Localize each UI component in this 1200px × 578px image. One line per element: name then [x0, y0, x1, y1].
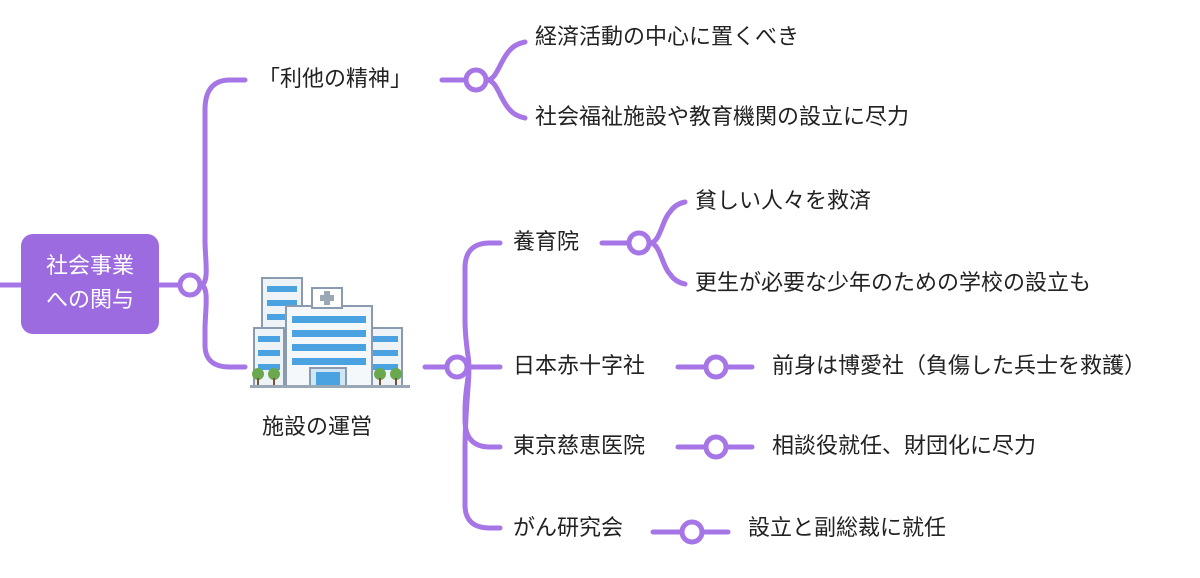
facility-jikei[interactable]: 東京慈恵医院: [513, 434, 646, 459]
branch-facilities[interactable]: 施設の運営: [262, 415, 373, 440]
facility-cancer-institute[interactable]: がん研究会: [513, 516, 624, 541]
hospital-building-icon: [250, 277, 410, 388]
yoikuin-child-2[interactable]: 更生が必要な少年のための学校の設立も: [695, 271, 1092, 296]
cancer-institute-child[interactable]: 設立と副総裁に就任: [748, 516, 947, 541]
rita-child-2[interactable]: 社会福祉施設や教育機関の設立に尽力: [535, 105, 910, 130]
jikei-child[interactable]: 相談役就任、財団化に尽力: [772, 434, 1037, 459]
branch-rita[interactable]: 「利他の精神」: [258, 67, 413, 92]
root-node[interactable]: 社会事業 への関与: [21, 234, 159, 334]
red-cross-child[interactable]: 前身は博愛社（負傷した兵士を救護）: [772, 354, 1147, 379]
facility-red-cross[interactable]: 日本赤十字社: [513, 354, 646, 379]
rita-child-1[interactable]: 経済活動の中心に置くべき: [535, 25, 800, 50]
yoikuin-child-1[interactable]: 貧しい人々を救済: [695, 189, 872, 214]
facility-yoikuin[interactable]: 養育院: [513, 230, 580, 255]
